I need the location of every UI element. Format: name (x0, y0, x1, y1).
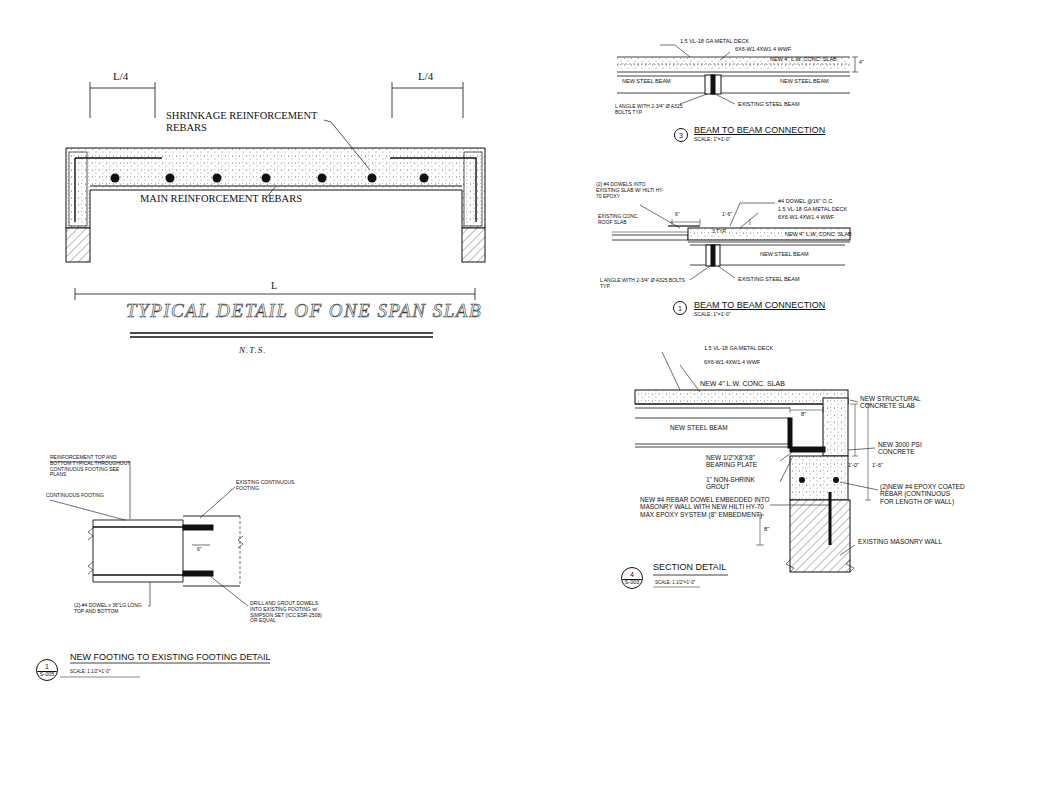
callout-circle: 4S-003 (621, 567, 643, 589)
callout-circle: 1S-005 (36, 659, 58, 681)
note-label: EXISTING STEEL BEAM (738, 276, 800, 282)
note-label: EXISTING CONC. ROOF SLAB (598, 214, 648, 226)
callout-circle: 1 (673, 301, 687, 315)
detail-title: BEAM TO BEAM CONNECTION (694, 300, 825, 310)
note-label: SCALE: 1 1/2"=1'-0" (70, 669, 110, 674)
note-label: 1'-6" (872, 462, 883, 468)
note-label: NEW 3000 PSI CONCRETE (878, 441, 943, 456)
note-label: NEW 4" L.W. CONC. SLAB (785, 231, 852, 237)
note-label: NEW STEEL BEAM (780, 78, 829, 84)
note-label: CONTINUOUS FOOTING (46, 493, 104, 499)
note-label: NEW STEEL BEAM (670, 424, 728, 431)
note-label: N.T.S. (239, 345, 267, 355)
note-label: MAIN REINFORCEMENT REBARS (140, 193, 310, 205)
note-label: NEW STEEL BEAM (760, 251, 809, 257)
note-label: 1'-0" (848, 462, 859, 468)
note-label: 1" NON-SHRINK GROUT (706, 476, 778, 491)
note-label: 8" (801, 411, 806, 418)
note-label: EXISTING STEEL BEAM (738, 101, 800, 107)
note-label: 8" (764, 526, 769, 533)
callout-number: 3 (679, 132, 683, 139)
note-label: REINFORCEMENT TOP AND BOTTOM TYPICAL THR… (50, 455, 132, 478)
note-label: 6" (197, 547, 202, 553)
note-label: 6X6-W1.4XW1.4 WWF (778, 214, 834, 220)
note-label: EXISTING MASONRY WALL (858, 538, 942, 545)
callout-number: S-003 (625, 580, 640, 586)
callout-number: 1 (37, 663, 57, 672)
note-label: 6X6-W1.4XW1.4 WWF (735, 46, 791, 52)
detail-title: BEAM TO BEAM CONNECTION (694, 125, 825, 135)
note-label: L ANGLE WITH 2-3/4" Ø A325 BOLTS TYP. (600, 278, 690, 290)
note-label: DRILL AND GROUT DOWELS INTO EXISTING FOO… (250, 601, 330, 624)
note-label: SCALE: 1"=1'-0" (694, 137, 731, 143)
note-label: EXISTING CONTINUOUS FOOTING (236, 480, 308, 492)
note-label: 3 TYP. (712, 229, 727, 235)
callout-number: S-005 (40, 672, 55, 678)
callout-number: 1 (678, 305, 682, 312)
note-label: #4 DOWEL @16" O.C. (778, 198, 834, 204)
note-label: L/4 (113, 70, 128, 83)
note-label: NEW STEEL BEAM (622, 78, 671, 84)
note-label: NEW 4" L.W. CONC. SLAB (700, 380, 785, 388)
note-label: SCALE: 1"=1'-0" (694, 312, 731, 318)
note-label: NEW 1/2"X8"X8" BEARING PLATE (706, 454, 778, 469)
note-label: (2)-#4 DOWEL x 36"LG LONG TOP AND BOTTOM (74, 603, 149, 615)
note-label: (2) #4 DOWELS INTO EXISTING SLAB W/ HILT… (596, 182, 666, 199)
note-label: 1.5 VL-18 GA METAL DECK (778, 206, 847, 212)
note-label: 6X6-W1.4XW1.4 WWF (704, 359, 760, 365)
note-label: L (271, 280, 277, 292)
note-label: 4" (859, 60, 864, 66)
note-label: SECTION DETAIL (653, 562, 726, 572)
note-label: SHRINKAGE REINFORCEMENT REBARS (166, 110, 336, 134)
callout-circle: 3 (674, 128, 688, 142)
note-label: 1.5 VL-18 GA METAL DECK (704, 345, 773, 351)
note-label: 1.5 VL-18 GA METAL DECK (680, 38, 749, 44)
note-label: NEW #4 REBAR DOWEL EMBEDDED INTO MASONRY… (640, 496, 770, 518)
note-label: SCALE: 1 1/2"=1'-0" (655, 580, 695, 585)
note-label: NEW FOOTING TO EXISTING FOOTING DETAIL (70, 652, 271, 662)
note-label: NEW STRUCTURAL CONCRETE SLAB (860, 395, 930, 410)
callout-number: 4 (622, 571, 642, 580)
note-label: NEW 4" L.W. CONC. SLAB (770, 56, 837, 62)
note-label: (2)NEW #4 EPOXY COATED REBAR (CONTINUOUS… (880, 483, 965, 505)
note-label: L ANGLE WITH 2-3/4" Ø A325 BOLTS TYP. (615, 104, 695, 116)
note-label: 1'-6" (722, 212, 732, 218)
note-label: 6" (675, 212, 680, 218)
note-label: L/4 (418, 70, 433, 83)
detail-title: TYPICAL DETAIL OF ONE SPAN SLAB (126, 300, 482, 322)
